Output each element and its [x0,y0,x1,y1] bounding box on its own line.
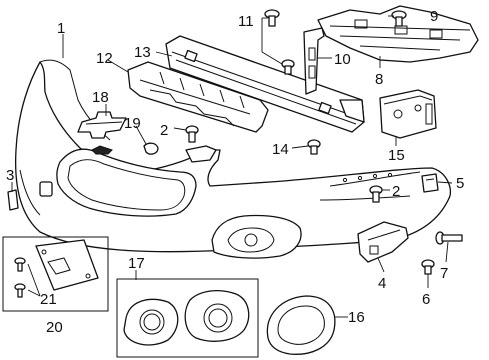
callout-18: 18 [92,89,109,106]
callout-21: 21 [40,291,57,308]
callout-11: 11 [238,13,254,30]
clip-5 [421,173,439,193]
callout-6: 6 [422,291,430,308]
impact-bar [165,35,365,133]
bowtie-emblem [77,111,127,139]
license-plate-kit [2,236,109,312]
callout-17: 17 [128,255,145,272]
fog-bezel-set [116,278,259,358]
bolt-2-upper [185,125,199,143]
guide-bracket [357,221,409,263]
callout-20: 20 [46,319,63,336]
bolt-7 [435,231,463,245]
energy-absorber [127,61,269,133]
callout-3: 3 [6,167,14,184]
push-pin-clip [391,10,407,27]
callout-10: 10 [334,51,351,68]
callout-5: 5 [456,175,464,192]
bolt-11-upper [264,9,280,27]
callout-12: 12 [96,50,113,67]
fastener-14 [307,139,321,155]
callout-19: 19 [124,115,141,132]
callout-labels: 1 2 2 3 4 5 6 7 8 9 10 11 12 13 14 15 16… [6,8,464,336]
callout-13: 13 [134,44,151,61]
leader-lines [11,15,453,318]
callout-2-right: 2 [392,183,400,200]
side-bracket [303,27,325,95]
callout-16: 16 [348,309,365,326]
bumper-cover [14,59,452,259]
callout-14: 14 [272,141,289,158]
callout-7: 7 [440,265,448,282]
fastener-6 [421,259,435,275]
emblem-bracket [143,142,159,155]
side-bracket-left [7,189,19,211]
mount-bracket [379,89,437,139]
callout-15: 15 [388,147,405,164]
trim-bezel [266,295,336,355]
callout-8: 8 [375,71,383,88]
callout-1: 1 [57,20,65,37]
callout-2-upper: 2 [160,122,168,139]
callout-4: 4 [378,275,386,292]
callout-9: 9 [430,8,438,25]
upper-deflector [317,5,479,63]
